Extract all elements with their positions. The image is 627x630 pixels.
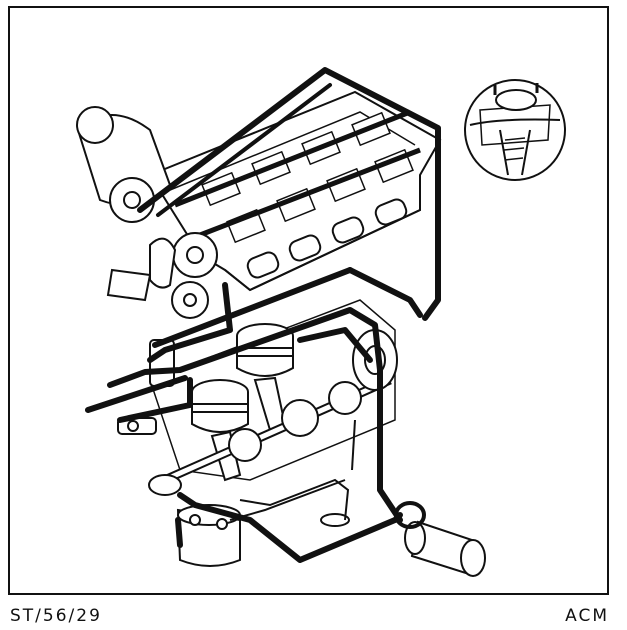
detail-inset xyxy=(464,79,566,181)
filter-loop xyxy=(394,501,426,529)
engine-block xyxy=(148,299,398,496)
oil-circuit xyxy=(85,67,441,563)
oil-filter xyxy=(404,520,486,577)
oil-return-lines xyxy=(229,419,356,521)
cylinder-head xyxy=(148,90,442,292)
camshaft-intake xyxy=(174,109,411,208)
maker-label: ACM xyxy=(565,606,609,626)
figure-reference: ST/56/29 xyxy=(10,606,102,626)
piston-front xyxy=(191,379,249,433)
camshaft-exhaust xyxy=(199,147,421,238)
timing-pulleys xyxy=(76,106,218,319)
exhaust-ports xyxy=(246,198,408,279)
